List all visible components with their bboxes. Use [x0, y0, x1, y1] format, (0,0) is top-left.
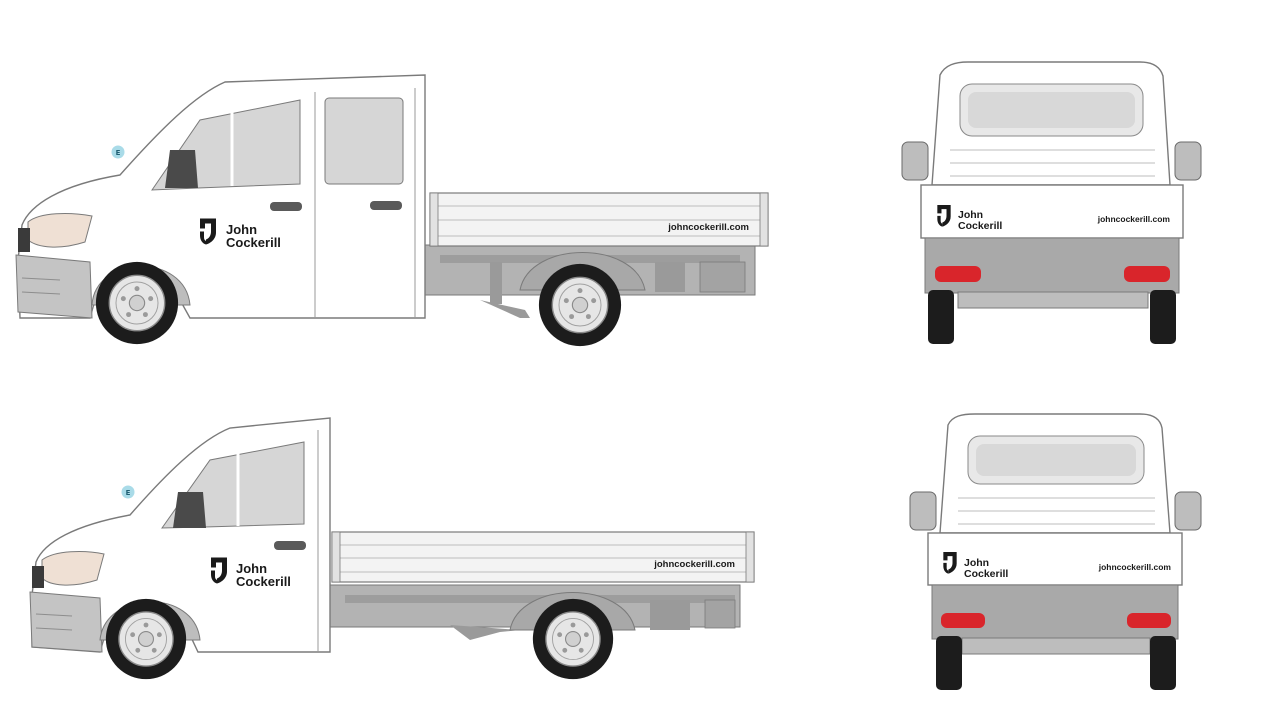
brand-name-line2: Cockerill [964, 568, 1008, 580]
single-cab-rear-view [909, 413, 1202, 690]
website-url: johncockerill.com [667, 222, 749, 233]
website-url: johncockerill.com [653, 559, 735, 570]
website-url: johncockerill.com [1097, 214, 1171, 224]
brand-name-line1: John [236, 561, 267, 576]
badge-label: E [126, 489, 131, 497]
double-cab-side-view [15, 74, 769, 347]
brand-name-line1: John [226, 222, 257, 237]
badge-marker [111, 145, 125, 159]
single-cab-side-view [29, 417, 755, 680]
brand-name-line2: Cockerill [236, 574, 291, 589]
double-cab-rear-view [901, 61, 1202, 344]
badge-marker [121, 485, 135, 499]
brand-name-line2: Cockerill [226, 235, 281, 250]
website-url: johncockerill.com [1098, 562, 1172, 572]
brand-name-line1: John [964, 557, 989, 569]
brand-name-line1: John [958, 209, 983, 221]
badge-label: E [116, 149, 121, 157]
brand-name-line2: Cockerill [958, 220, 1002, 232]
